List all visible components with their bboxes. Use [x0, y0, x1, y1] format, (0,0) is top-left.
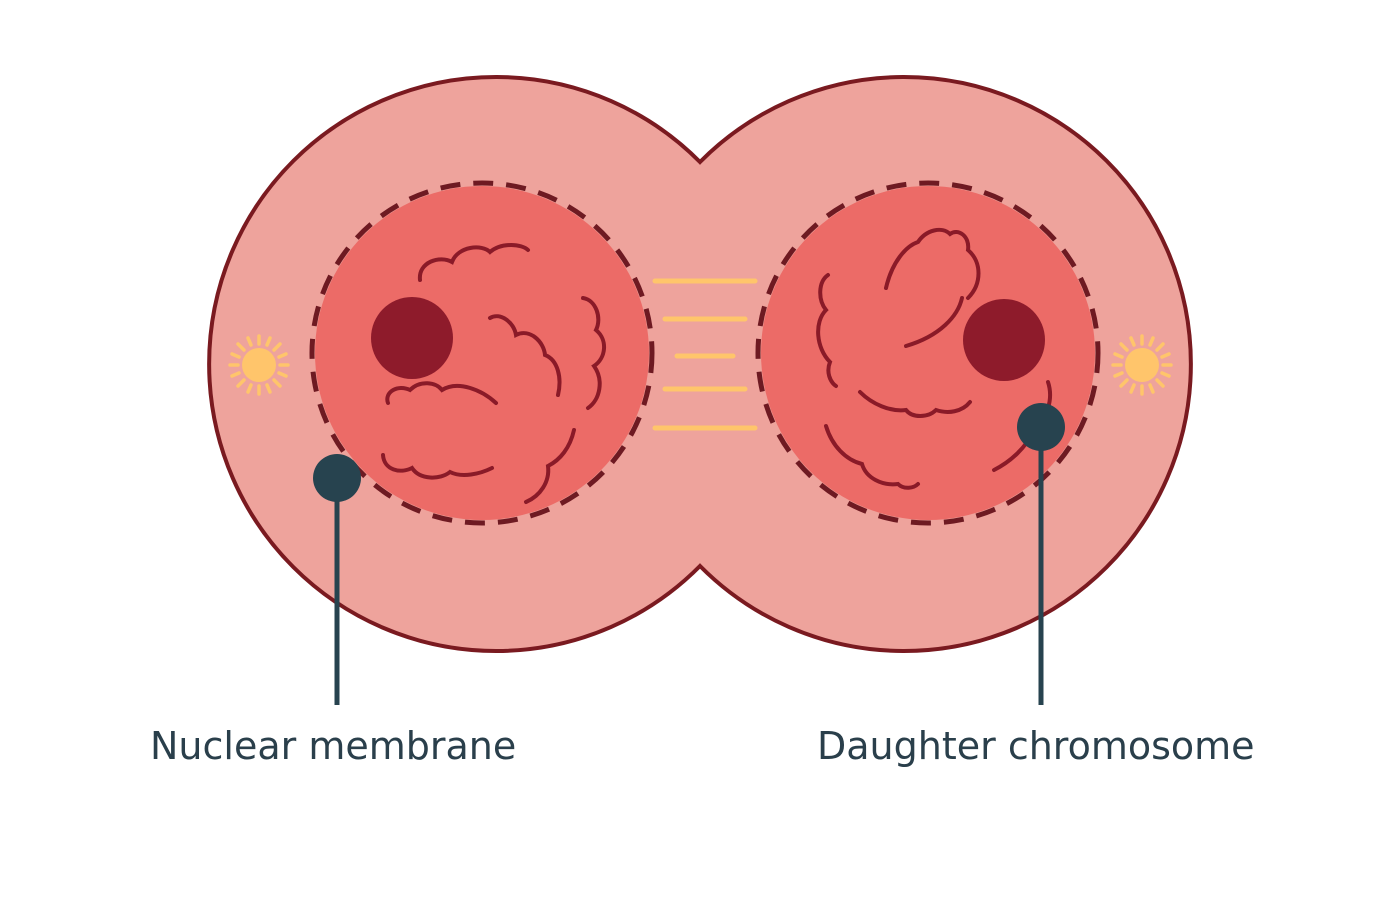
left-nucleolus	[371, 297, 453, 379]
right-nucleolus	[963, 299, 1045, 381]
chromatin-strand	[824, 424, 920, 490]
aster-ray	[230, 371, 241, 378]
aster-ray	[1129, 383, 1136, 394]
right-nuclear-membrane	[755, 180, 1101, 526]
right-nucleus	[755, 180, 1173, 526]
aster-ray	[1148, 383, 1155, 394]
aster-ray	[1113, 352, 1124, 359]
chromatin-strand	[381, 453, 494, 480]
aster-ray	[246, 383, 253, 394]
chromatin-strand	[488, 314, 562, 397]
aster-ray	[1119, 378, 1129, 388]
centrosome-core	[242, 348, 276, 382]
chromatin-strand	[884, 227, 981, 300]
chromatin-strand	[524, 428, 576, 504]
aster-ray	[277, 371, 288, 378]
aster-ray	[1113, 371, 1124, 378]
aster-ray	[272, 378, 282, 388]
right-centrosome	[1111, 334, 1173, 396]
aster-ray	[1129, 336, 1136, 347]
left-nuclear-membrane	[309, 180, 655, 526]
chromatin-strand	[385, 381, 498, 405]
chromatin-strand	[417, 243, 530, 282]
aster-ray	[272, 342, 282, 352]
left-centrosome	[228, 334, 290, 396]
aster-ray	[1155, 342, 1165, 352]
aster-ray	[1160, 352, 1171, 359]
aster-ray	[1160, 371, 1171, 378]
right-chromatin	[816, 227, 1053, 490]
left-nucleus-body	[315, 186, 649, 520]
spindle-fibers	[652, 278, 758, 431]
aster-ray	[1155, 378, 1165, 388]
aster-ray	[277, 352, 288, 359]
callout-marker-dot	[1017, 403, 1065, 451]
aster-ray	[246, 336, 253, 347]
label-daughter-chromosome: Daughter chromosome	[817, 724, 1255, 768]
chromatin-strand	[904, 296, 964, 348]
chromatin-strand	[581, 296, 606, 410]
aster-ray	[265, 336, 272, 347]
aster-ray	[1119, 342, 1129, 352]
aster-ray	[236, 342, 246, 352]
chromatin-strand	[858, 390, 972, 418]
left-nucleus	[228, 180, 655, 526]
aster-ray	[265, 383, 272, 394]
callout-marker-dot	[313, 454, 361, 502]
aster-ray	[230, 352, 241, 359]
callout-daughter-chromosome	[1017, 403, 1065, 705]
chromatin-strand	[816, 273, 838, 388]
aster-ray	[236, 378, 246, 388]
label-nuclear-membrane: Nuclear membrane	[150, 724, 517, 768]
callout-nuclear-membrane	[313, 454, 361, 705]
right-nucleus-body	[761, 186, 1095, 520]
left-chromatin	[381, 243, 606, 504]
centrosome-core	[1125, 348, 1159, 382]
aster-ray	[1148, 336, 1155, 347]
